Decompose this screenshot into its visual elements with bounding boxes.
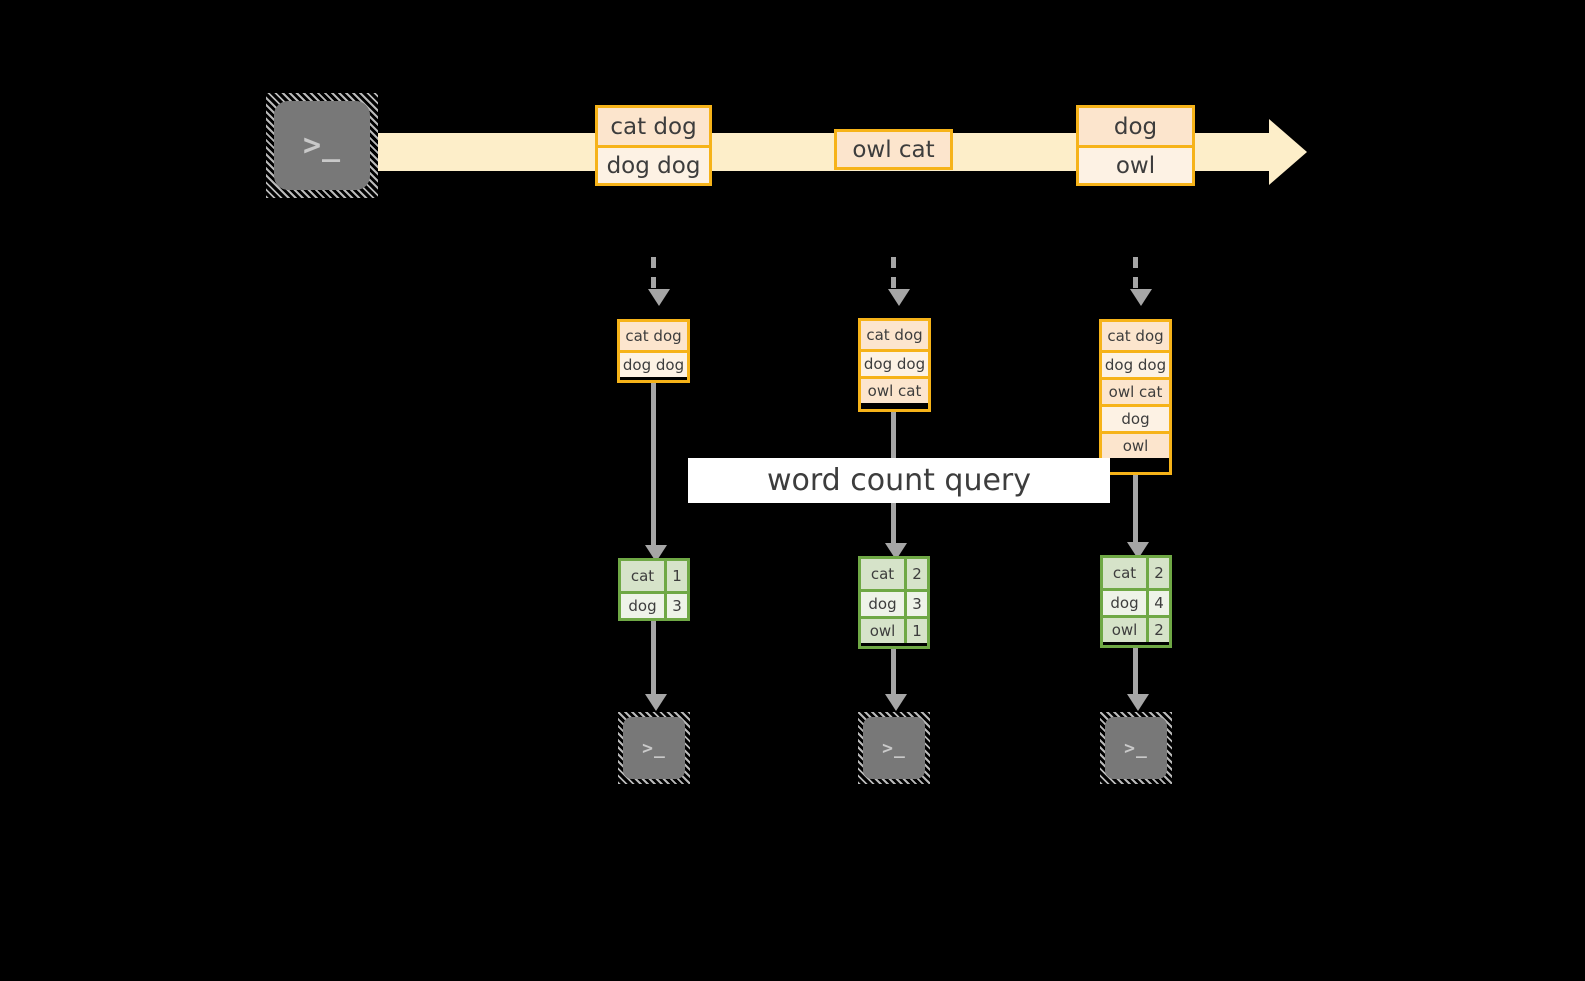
output-connector	[651, 621, 656, 694]
terminal-prompt-icon: >_	[1124, 737, 1148, 759]
stream-tap-connector	[891, 257, 896, 289]
count-cell: 3	[664, 594, 687, 618]
table-row: cat 2	[861, 559, 927, 589]
stream-message-line: dog	[1079, 108, 1192, 145]
table-row: cat 2	[1103, 558, 1169, 588]
stream-arrowhead	[1269, 119, 1307, 185]
terminal-body	[1105, 717, 1167, 779]
buffered-message-line: owl cat	[861, 376, 928, 403]
stream-tap-arrowhead	[1130, 289, 1152, 306]
consumer-terminal-icon[interactable]: >_	[858, 712, 930, 784]
stream-message-line: owl cat	[837, 132, 950, 167]
buffered-message-line: dog	[1102, 404, 1169, 431]
stream-tap-connector	[1133, 257, 1138, 289]
word-cell: dog	[861, 592, 904, 616]
table-row: dog 4	[1103, 588, 1169, 615]
output-connector	[891, 649, 896, 694]
table-row: owl 2	[1103, 615, 1169, 642]
stream-tap-arrowhead	[888, 289, 910, 306]
table-row: owl 1	[861, 616, 927, 643]
word-cell: cat	[861, 559, 904, 589]
count-cell: 2	[1146, 558, 1169, 588]
buffered-messages[interactable]: cat dog dog dog owl cat	[858, 318, 931, 412]
table-row: dog 3	[861, 589, 927, 616]
buffered-messages[interactable]: cat dog dog dog	[617, 319, 690, 383]
count-cell: 2	[904, 559, 927, 589]
word-cell: cat	[1103, 558, 1146, 588]
output-connector	[1133, 648, 1138, 694]
table-row: cat 1	[621, 561, 687, 591]
word-cell: owl	[861, 619, 904, 643]
word-cell: owl	[1103, 618, 1146, 642]
word-cell: dog	[621, 594, 664, 618]
stream-message-line: dog dog	[598, 145, 709, 183]
buffered-message-line: owl	[1102, 431, 1169, 458]
output-arrowhead	[1127, 694, 1149, 711]
stream-message[interactable]: cat dog dog dog	[595, 105, 712, 186]
query-banner: word count query	[688, 458, 1110, 503]
terminal-prompt-icon: >_	[642, 737, 666, 759]
query-arrowhead	[1127, 542, 1149, 559]
stream-message[interactable]: owl cat	[834, 129, 953, 170]
count-cell: 3	[904, 592, 927, 616]
buffered-message-line: cat dog	[620, 322, 687, 350]
count-cell: 1	[664, 561, 687, 591]
word-cell: cat	[621, 561, 664, 591]
buffered-messages[interactable]: cat dog dog dog owl cat dog owl	[1099, 319, 1172, 475]
count-cell: 1	[904, 619, 927, 643]
count-cell: 2	[1146, 618, 1169, 642]
query-arrowhead	[885, 543, 907, 560]
word-count-result[interactable]: cat 2 dog 3 owl 1	[858, 556, 930, 649]
output-arrowhead	[645, 694, 667, 711]
terminal-body	[623, 717, 685, 779]
buffered-message-line: cat dog	[861, 321, 928, 349]
word-cell: dog	[1103, 591, 1146, 615]
query-connector	[651, 383, 656, 551]
output-arrowhead	[885, 694, 907, 711]
buffered-message-line: cat dog	[1102, 322, 1169, 350]
word-count-result[interactable]: cat 1 dog 3	[618, 558, 690, 621]
consumer-terminal-icon[interactable]: >_	[1100, 712, 1172, 784]
word-count-result[interactable]: cat 2 dog 4 owl 2	[1100, 555, 1172, 648]
query-connector	[1133, 475, 1138, 547]
stream-tap-arrowhead	[648, 289, 670, 306]
table-row: dog 3	[621, 591, 687, 618]
terminal-prompt-icon: >_	[302, 128, 342, 163]
stream-message-line: owl	[1079, 145, 1192, 183]
stream-tap-connector	[651, 257, 656, 289]
consumer-terminal-icon[interactable]: >_	[618, 712, 690, 784]
terminal-body	[863, 717, 925, 779]
buffered-message-line: owl cat	[1102, 377, 1169, 404]
producer-terminal-icon[interactable]: >_	[266, 93, 378, 198]
query-arrowhead	[645, 545, 667, 562]
buffered-message-line: dog dog	[620, 350, 687, 377]
buffered-message-line: dog dog	[1102, 350, 1169, 377]
stream-message-line: cat dog	[598, 108, 709, 145]
terminal-body	[274, 101, 370, 190]
query-banner-label: word count query	[766, 463, 1032, 498]
terminal-prompt-icon: >_	[882, 737, 906, 759]
buffered-message-line: dog dog	[861, 349, 928, 376]
count-cell: 4	[1146, 591, 1169, 615]
stream-message[interactable]: dog owl	[1076, 105, 1195, 186]
